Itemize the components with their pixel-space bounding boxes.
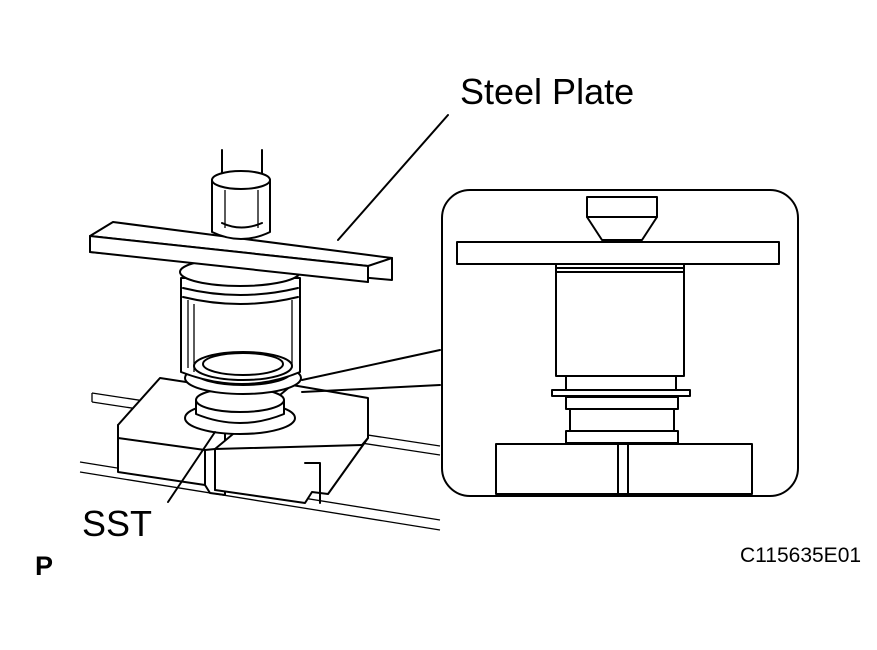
cylinder-part [179, 257, 301, 385]
callout-line-top [301, 349, 441, 381]
sst-label: SST [82, 503, 152, 544]
sst-leader [167, 431, 216, 503]
inset-detail [441, 189, 799, 497]
press-ram [211, 149, 271, 240]
callout-line-bottom [301, 384, 441, 393]
steel-plate [89, 221, 393, 283]
support-blocks [117, 377, 369, 504]
corner-mark: P [35, 551, 53, 581]
figure-code: C115635E01 [740, 544, 861, 567]
steel-plate-leader [337, 114, 449, 241]
steel-plate-label: Steel Plate [460, 71, 634, 112]
main-illustration [79, 114, 449, 531]
